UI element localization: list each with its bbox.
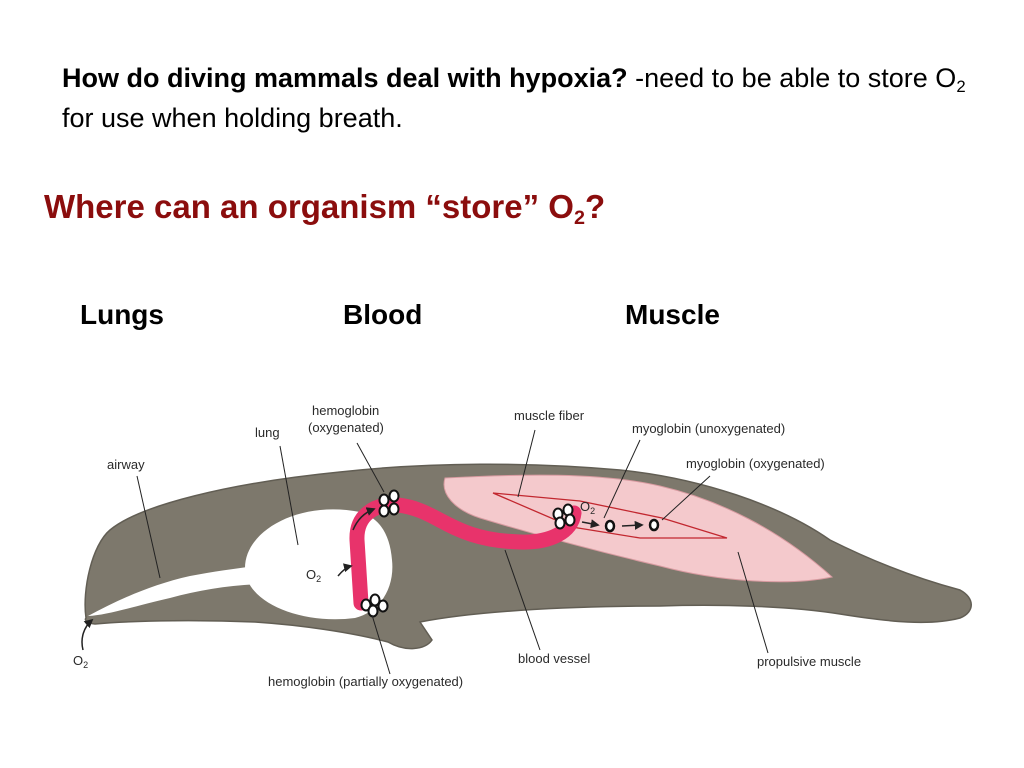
question-mark: ?	[584, 188, 606, 225]
question-title: Where can an organism “store” O2?	[44, 188, 606, 230]
question-text: Where can an organism “store” O	[44, 188, 574, 225]
hemoglobin-oxygenated-cluster	[378, 489, 400, 518]
intro-text-1: -need to be able to store O	[627, 63, 957, 93]
label-o2-muscle: O2	[580, 499, 595, 516]
intro-paragraph: How do diving mammals deal with hypoxia?…	[62, 58, 982, 138]
category-blood: Blood	[343, 299, 423, 330]
label-myoglobin-unoxygenated: myoglobin (unoxygenated)	[632, 421, 785, 436]
label-hemoglobin: hemoglobin	[312, 403, 379, 418]
category-muscle: Muscle	[625, 299, 720, 330]
diving-mammal-diagram: airway lung hemoglobin (oxygenated) musc…	[73, 403, 972, 689]
label-myoglobin-oxygenated: myoglobin (oxygenated)	[686, 456, 825, 471]
myoglobin-unoxygenated	[604, 519, 616, 533]
label-hemoglobin-partial: hemoglobin (partially oxygenated)	[268, 674, 463, 689]
flow-arrows	[81, 507, 644, 651]
category-lungs: Lungs	[80, 299, 164, 330]
label-lung: lung	[255, 425, 280, 440]
intro-text-2: for use when holding breath.	[62, 103, 403, 133]
label-airway: airway	[107, 457, 145, 472]
leader-lines	[136, 429, 769, 675]
hemoglobin-partial-cluster	[360, 593, 389, 618]
question-subscript: 2	[573, 207, 585, 230]
label-oxygenated: (oxygenated)	[308, 420, 384, 435]
label-muscle-fiber: muscle fiber	[514, 408, 585, 423]
label-o2-inhale: O2	[73, 653, 88, 670]
intro-heading: How do diving mammals deal with hypoxia?	[62, 63, 628, 93]
hemoglobin-muscle-cluster	[552, 503, 576, 530]
label-propulsive-muscle: propulsive muscle	[757, 654, 861, 669]
myoglobin-oxygenated	[648, 518, 660, 532]
intro-subscript: 2	[956, 77, 966, 97]
label-o2-lung: O2	[306, 567, 321, 584]
airway	[88, 565, 262, 616]
label-blood-vessel: blood vessel	[518, 651, 590, 666]
